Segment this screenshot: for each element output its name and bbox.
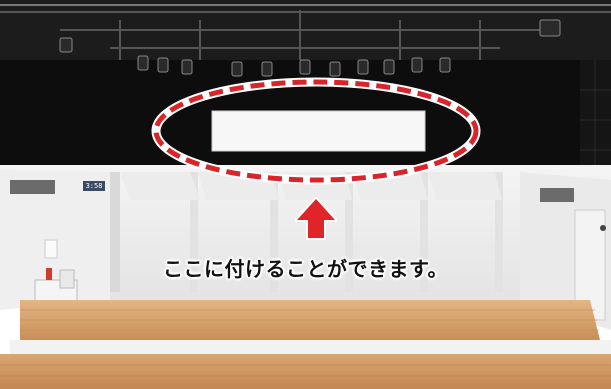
wall-clock: 3:58 [83, 181, 105, 191]
hall-floor [0, 354, 611, 389]
air-vents [10, 180, 574, 202]
up-arrow-icon [295, 197, 337, 240]
fire-extinguisher [46, 268, 52, 280]
ceiling-truss [0, 4, 611, 60]
caption-text: ここに付けることができます。 [163, 257, 448, 281]
dashed-ellipse-highlight [153, 79, 479, 183]
door-indicator [600, 225, 606, 231]
floor-boards [20, 309, 599, 331]
right-wall-tiles [580, 60, 611, 180]
stage-edge [10, 340, 611, 354]
stage-lights [59, 19, 561, 77]
projection-screen [211, 110, 426, 152]
hall-floor-boards [0, 364, 611, 377]
wall-switch [44, 239, 58, 259]
